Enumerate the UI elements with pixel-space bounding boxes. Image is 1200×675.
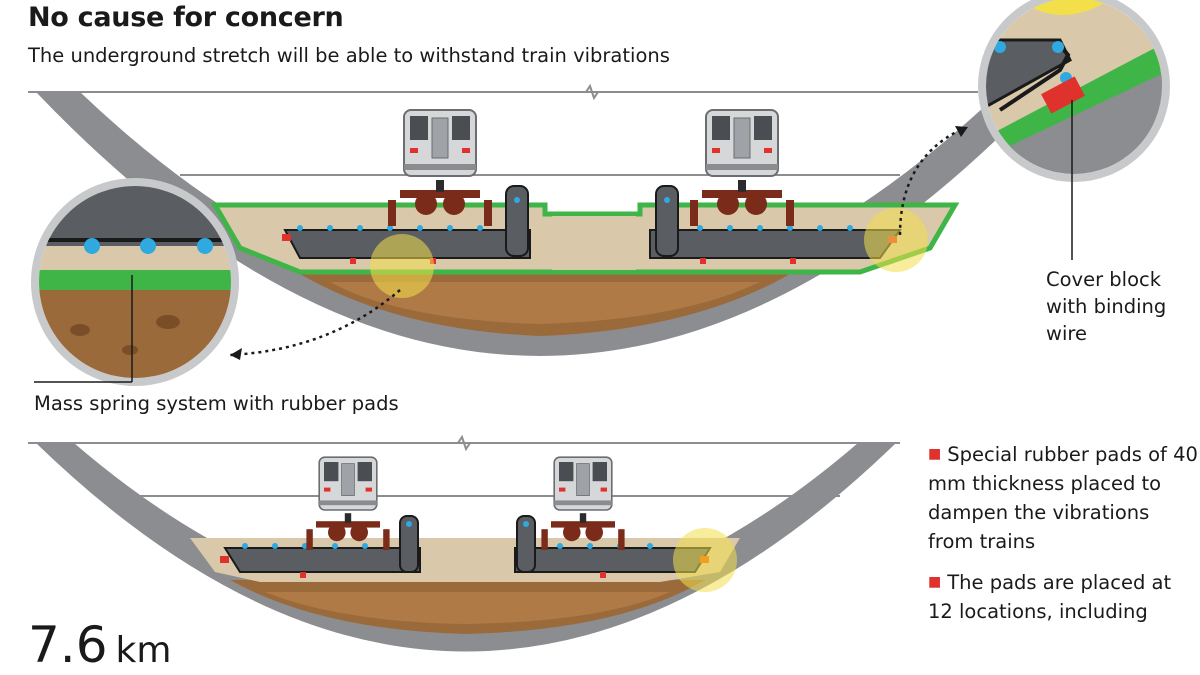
zoom-cover-block — [978, 0, 1170, 182]
stat-value: 7.6 — [28, 616, 108, 674]
bottom-tunnel — [28, 434, 900, 652]
fact-text: Special rubber pads of 40 mm thickness p… — [928, 443, 1198, 553]
fact-list: ■Special rubber pads of 40 mm thickness … — [928, 440, 1200, 638]
fact-item: ■The pads are placed at 12 locations, in… — [928, 568, 1200, 626]
page-title: No cause for concern — [28, 2, 344, 33]
bullet-square-icon: ■ — [928, 446, 942, 462]
fact-text: The pads are placed at 12 locations, inc… — [928, 571, 1172, 623]
callout-mass-spring: Mass spring system with rubber pads — [34, 392, 399, 415]
page-subtitle: The underground stretch will be able to … — [28, 44, 670, 67]
zoom-mass-spring — [31, 178, 239, 386]
callout-cover-block: Cover block with binding wire — [1046, 268, 1167, 345]
fact-item: ■Special rubber pads of 40 mm thickness … — [928, 440, 1200, 556]
stat-unit: km — [115, 630, 172, 671]
bullet-square-icon: ■ — [928, 574, 942, 590]
top-tunnel — [28, 83, 1044, 356]
